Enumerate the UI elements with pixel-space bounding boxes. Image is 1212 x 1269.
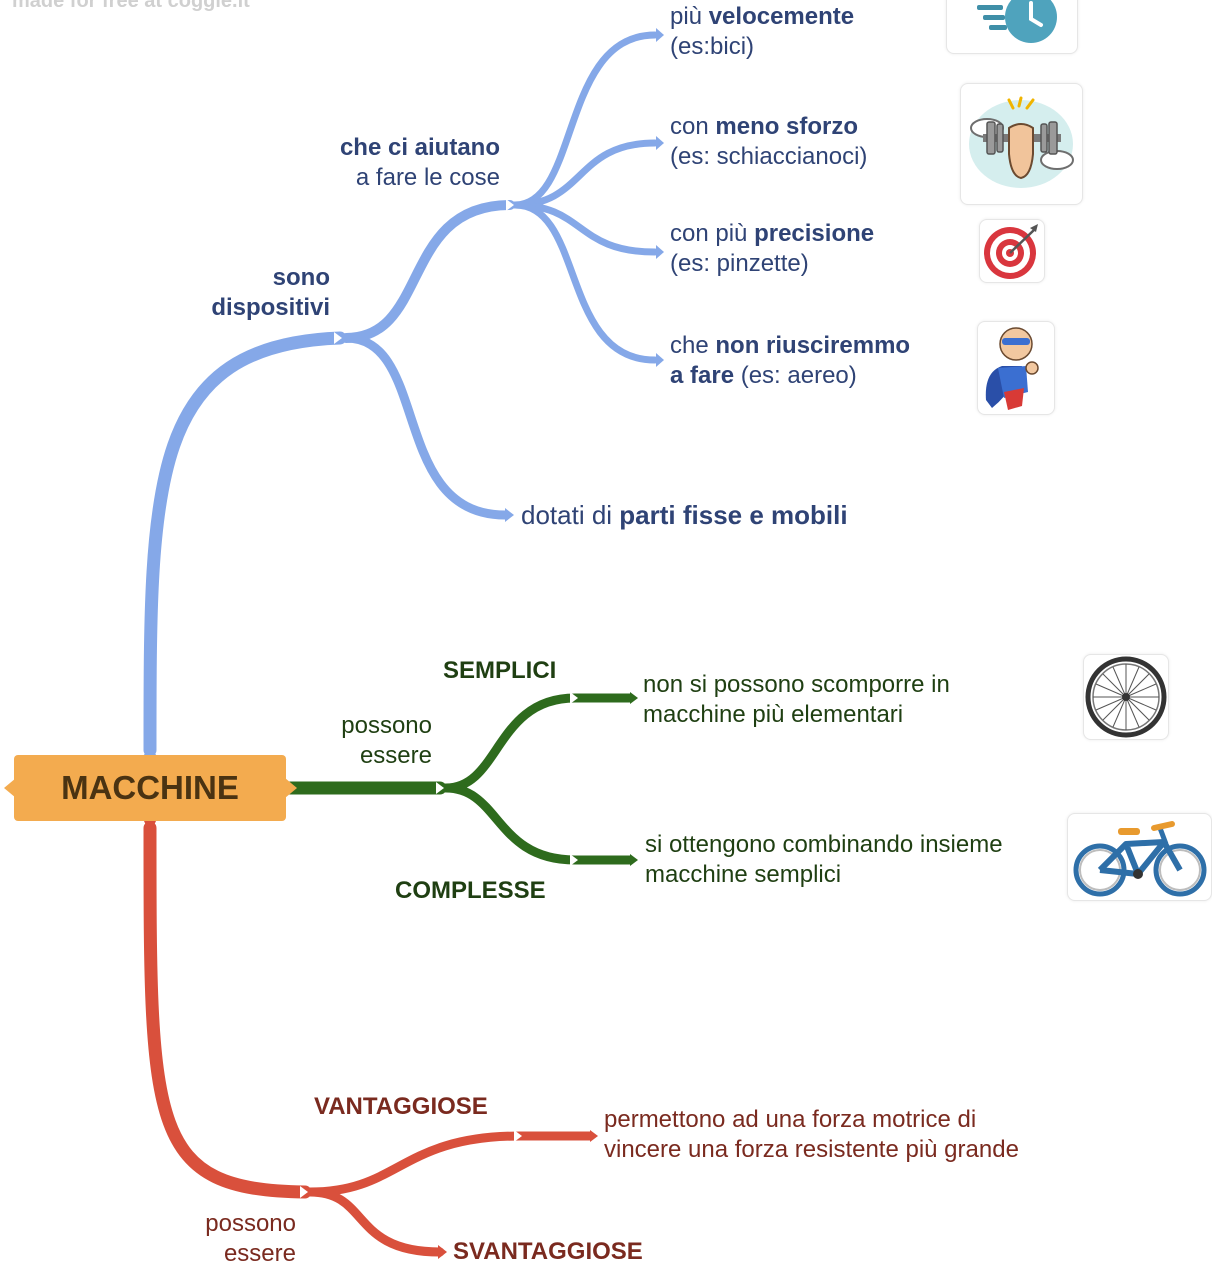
watermark: made for free at coggle.it xyxy=(12,0,250,12)
root-right-pointer xyxy=(285,778,297,798)
leaf1-pre: più xyxy=(670,3,709,30)
strength-dumbbell-icon xyxy=(960,83,1083,205)
root-left-pointer xyxy=(4,778,16,798)
blue-leaf3-branch xyxy=(511,201,659,256)
parts-bold: parti fisse e mobili xyxy=(619,500,848,530)
blue-leaf2-branch xyxy=(511,139,659,209)
bicycle-icon xyxy=(1067,813,1212,901)
red-svantaggiose-branch xyxy=(305,1187,445,1257)
blue-to-parts-branch xyxy=(341,333,510,520)
parts-pre: dotati di xyxy=(521,500,620,530)
red-main-branch xyxy=(143,821,312,1199)
root-label: MACCHINE xyxy=(61,769,239,806)
leaf-non-riusciremmo[interactable]: che non riusciremmo a fare (es: aereo) xyxy=(670,331,910,391)
leaf2-bold: meno sforzo xyxy=(715,113,859,140)
blue-leaf4-branch xyxy=(511,201,659,364)
superhero-icon xyxy=(977,321,1055,415)
leaf-velocemente[interactable]: più velocemente (es:bici) xyxy=(670,2,854,62)
svantaggiose-node[interactable]: SVANTAGGIOSE xyxy=(453,1238,643,1265)
root-node-macchine[interactable]: MACCHINE xyxy=(14,755,286,821)
blue-main-branch xyxy=(143,331,347,757)
leaf2-pre: con xyxy=(670,113,716,140)
helper-node[interactable]: che ci aiutano a fare le cose xyxy=(300,133,500,193)
green-complesse-branch xyxy=(441,783,635,865)
leaf1-line2: (es:bici) xyxy=(670,33,755,60)
blue-leaf1-branch xyxy=(511,31,659,209)
red-desc-line2: vincere una forza resistente più grande xyxy=(604,1136,1019,1163)
vantaggiose-node[interactable]: VANTAGGIOSE xyxy=(314,1093,488,1120)
leaf-parti-fisse[interactable]: dotati di parti fisse e mobili xyxy=(521,500,848,530)
red-desc-line1: permettono ad una forza motrice di xyxy=(604,1106,977,1133)
green-connector-line1: possono xyxy=(341,712,432,739)
vantaggiose-desc[interactable]: permettono ad una forza motrice di vince… xyxy=(604,1105,1019,1165)
red-connector-line1: possono xyxy=(205,1210,296,1237)
semplici-desc-line2: macchine più elementari xyxy=(643,701,904,728)
sono-dispositivi-node[interactable]: sono dispositivi xyxy=(150,263,330,323)
leaf4-post: (es: aereo) xyxy=(734,362,857,389)
complesse-node[interactable]: COMPLESSE xyxy=(395,877,546,904)
leaf1-bold: velocemente xyxy=(708,3,855,30)
node-line1: sono xyxy=(272,264,330,291)
leaf2-line2: (es: schiaccianoci) xyxy=(670,143,868,170)
complesse-desc-line2: macchine semplici xyxy=(645,861,842,888)
leaf4-bold2: a fare xyxy=(670,362,735,389)
wheel-icon xyxy=(1083,654,1169,740)
complesse-desc[interactable]: si ottengono combinando insieme macchine… xyxy=(645,830,1003,890)
helper-line1: che ci aiutano xyxy=(339,134,500,161)
helper-line2: a fare le cose xyxy=(355,164,500,191)
leaf3-bold: precisione xyxy=(754,220,875,247)
leaf-meno-sforzo[interactable]: con meno sforzo (es: schiaccianoci) xyxy=(670,112,867,172)
red-connector: possono essere xyxy=(150,1209,296,1269)
semplici-node[interactable]: SEMPLICI xyxy=(443,657,557,684)
leaf-precisione[interactable]: con più precisione (es: pinzette) xyxy=(670,219,874,279)
red-vantaggiose-branch xyxy=(305,1131,595,1197)
semplici-desc-line1: non si possono scomporre in xyxy=(643,671,950,698)
target-icon xyxy=(979,219,1045,283)
green-semplici-branch xyxy=(441,693,635,793)
complesse-desc-line1: si ottengono combinando insieme xyxy=(645,831,1003,858)
leaf3-pre: con più xyxy=(670,220,755,247)
leaf3-line2: (es: pinzette) xyxy=(670,250,809,277)
semplici-desc[interactable]: non si possono scomporre in macchine più… xyxy=(643,670,950,730)
leaf4-pre: che xyxy=(670,332,716,359)
green-connector: possono essere xyxy=(280,711,432,771)
green-connector-line2: essere xyxy=(359,742,432,769)
blue-to-helper-branch xyxy=(341,200,515,343)
leaf4-bold: non riusciremmo xyxy=(715,332,911,359)
red-connector-line2: essere xyxy=(223,1240,296,1267)
node-line2: dispositivi xyxy=(211,294,330,321)
fast-clock-icon xyxy=(946,0,1078,54)
